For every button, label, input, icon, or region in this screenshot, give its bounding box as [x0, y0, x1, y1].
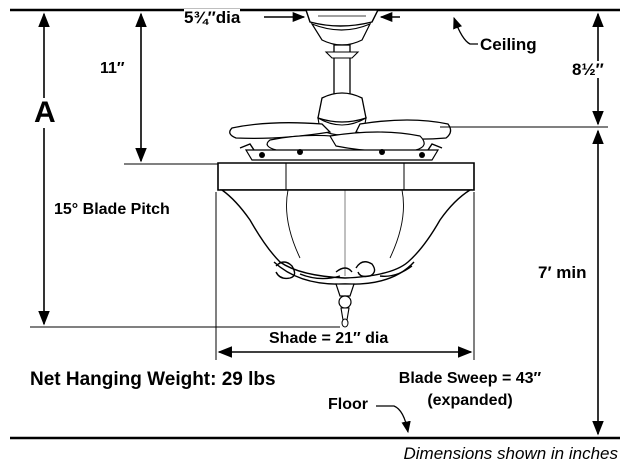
- blade-sweep-label: Blade Sweep = 43″: [398, 370, 542, 387]
- canopy: [305, 9, 380, 46]
- floor-leader: [376, 405, 411, 434]
- blade-pitch-label: 15° Blade Pitch: [54, 201, 170, 218]
- ceiling-label: Ceiling: [480, 35, 537, 54]
- fan-blades: [229, 119, 452, 155]
- ceiling-leader: [453, 16, 478, 45]
- dimension-a-label: A: [34, 96, 56, 129]
- shade-rim: [217, 162, 475, 191]
- weight-label: Net Hanging Weight: 29 lbs: [30, 369, 276, 390]
- downrod: [324, 44, 360, 96]
- floor-label: Floor: [328, 396, 368, 413]
- units-note: Dimensions shown in inches: [403, 444, 619, 463]
- dimension-11-label: 11″: [100, 60, 125, 77]
- shade-dia-label: Shade = 21″ dia: [269, 330, 389, 347]
- min-height-label: 7′ min: [538, 263, 587, 282]
- blade-sweep-expanded-label: (expanded): [427, 392, 513, 409]
- light-kit-top: [239, 143, 443, 161]
- canopy-dia-label: 5¾″dia: [184, 8, 241, 27]
- glass-bowl: [219, 189, 473, 279]
- dimension-8-5-label: 8½″: [572, 60, 604, 79]
- reference-lines: [30, 126, 608, 360]
- finial: [335, 283, 355, 328]
